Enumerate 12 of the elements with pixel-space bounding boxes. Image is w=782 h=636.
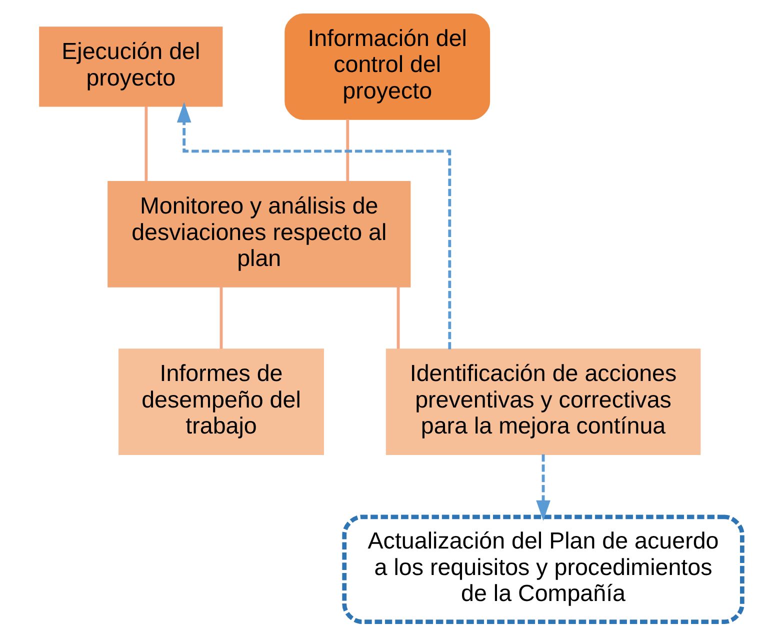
node-box: Actualización del Plan de acuerdo a los requisitos y procedimientos de la Compañía: [342, 514, 744, 624]
connector: [220, 286, 223, 349]
node-box: Identificación de acciones preventivas y correctivas para la mejora contínua: [386, 348, 701, 455]
arrow: [176, 102, 452, 350]
connector: [144, 106, 148, 182]
connector: [396, 286, 400, 349]
node-box: Ejecución del proyecto: [39, 26, 223, 107]
arrow: [536, 454, 550, 521]
connector: [346, 119, 350, 182]
node-box: Información del control del proyecto: [284, 13, 490, 120]
node-box: Monitoreo y análisis de desviaciones respecto al plan: [108, 181, 411, 288]
node-box: Informes de desempeño del trabajo: [118, 348, 324, 455]
